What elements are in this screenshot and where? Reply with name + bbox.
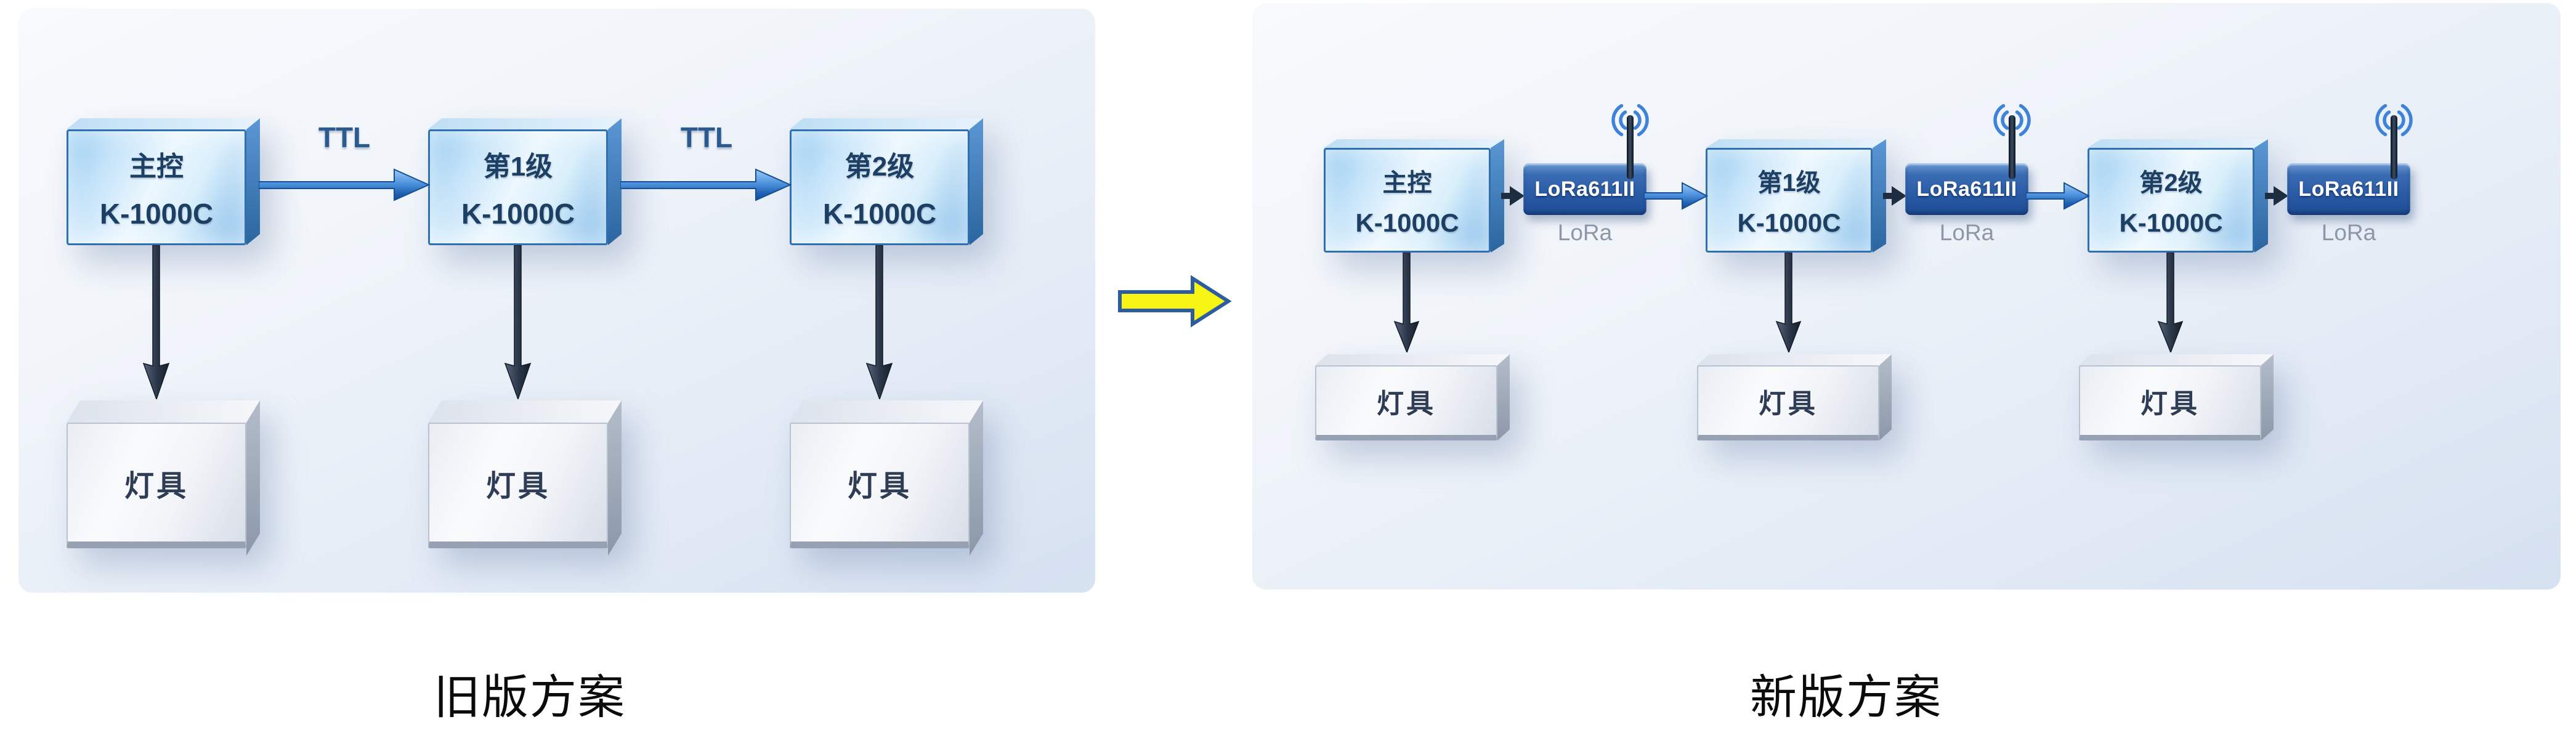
lora-protocol-label: LoRa [1939, 220, 1995, 245]
antenna-icon [1993, 103, 2031, 179]
controller-model-label: K-1000C [99, 198, 214, 230]
lamp-box: 灯具 [1315, 354, 1510, 440]
box-top-face [790, 118, 983, 129]
antenna-icon [2375, 103, 2413, 179]
controller-box-master: 主控 K-1000C [1324, 139, 1504, 253]
dark-right-arrow-icon [1883, 186, 1906, 206]
box-top-face [1315, 354, 1510, 365]
box-front-face: 第2级 K-1000C [790, 129, 970, 245]
lora-module-label: LoRa611II [1534, 177, 1635, 201]
box-front-face: 第1级 K-1000C [428, 129, 608, 245]
lamp-label: 灯具 [1377, 388, 1436, 419]
ttl-link-label: TTL [680, 121, 733, 153]
box-top-face [67, 118, 260, 129]
box-top-face [428, 118, 622, 129]
lamp-box: 灯具 [1697, 354, 1892, 440]
controller-model-label: K-1000C [461, 198, 575, 230]
controller-role-label: 主控 [129, 152, 184, 182]
controller-model-label: K-1000C [1355, 208, 1459, 237]
down-arrow-icon [1775, 253, 1802, 352]
blue-right-arrow-icon [2026, 182, 2091, 210]
box-top-face [1324, 139, 1504, 148]
box-front-face: 第1级 K-1000C [1706, 148, 1873, 253]
box-front-face: 灯具 [790, 423, 970, 548]
lamp-label: 灯具 [124, 469, 188, 503]
box-side-face [1879, 354, 1892, 440]
box-top-face [1697, 354, 1892, 365]
box-side-face [970, 118, 983, 245]
box-front-face: 灯具 [1697, 365, 1879, 440]
box-front-face: 主控 K-1000C [67, 129, 246, 245]
box-side-face [608, 118, 622, 245]
old-scheme-caption: 旧版方案 [434, 671, 626, 724]
blue-right-arrow-icon [259, 168, 431, 201]
lamp-label: 灯具 [1759, 388, 1818, 419]
controller-role-label: 第1级 [1757, 169, 1821, 197]
box-side-face [970, 400, 983, 556]
box-front-face: 第2级 K-1000C [2088, 148, 2254, 253]
controller-role-label: 第2级 [2139, 169, 2203, 197]
dark-right-arrow-icon [1501, 186, 1525, 206]
lamp-box: 灯具 [67, 400, 260, 556]
box-front-face: 灯具 [67, 423, 246, 548]
box-side-face [608, 400, 622, 556]
lamp-box: 灯具 [428, 400, 622, 556]
lora-protocol-label: LoRa [1557, 220, 1613, 245]
box-side-face [246, 400, 260, 556]
controller-role-label: 第1级 [483, 152, 553, 182]
box-front-face: 灯具 [428, 423, 608, 548]
lora-module: LoRa611II [2287, 163, 2410, 215]
new-scheme-caption: 新版方案 [1750, 671, 1942, 724]
lamp-label: 灯具 [485, 469, 550, 503]
box-top-face [2079, 354, 2274, 365]
box-side-face [1873, 139, 1886, 253]
box-top-face [790, 400, 983, 423]
controller-model-label: K-1000C [822, 198, 937, 230]
down-arrow-icon [865, 245, 893, 399]
lora-module-label: LoRa611II [1916, 177, 2017, 201]
controller-box-master: 主控 K-1000C [67, 118, 260, 245]
down-arrow-icon [1393, 253, 1420, 352]
box-front-face: 灯具 [2079, 365, 2261, 440]
ttl-link-label: TTL [318, 121, 371, 153]
down-arrow-icon [2157, 253, 2184, 352]
controller-box-stage2: 第2级 K-1000C [790, 118, 983, 245]
box-side-face [246, 118, 260, 245]
blue-right-arrow-icon [620, 168, 792, 201]
down-arrow-icon [142, 245, 170, 399]
controller-model-label: K-1000C [2119, 208, 2223, 237]
lora-module: LoRa611II [1905, 163, 2028, 215]
lamp-box: 灯具 [790, 400, 983, 556]
lamp-label: 灯具 [847, 469, 912, 503]
old-scheme-panel: 主控 K-1000C 第1级 K-1000C 第2级 K-1000C TTL T… [18, 9, 1095, 593]
antenna-icon [1611, 103, 1649, 179]
box-top-face [67, 400, 260, 423]
controller-box-stage2: 第2级 K-1000C [2088, 139, 2268, 253]
box-side-face [1491, 139, 1504, 253]
lamp-label: 灯具 [2141, 388, 2200, 419]
box-top-face [428, 400, 622, 423]
box-top-face [2088, 139, 2268, 148]
lora-module-label: LoRa611II [2298, 177, 2399, 201]
box-front-face: 主控 K-1000C [1324, 148, 1491, 253]
controller-model-label: K-1000C [1737, 208, 1841, 237]
box-side-face [2261, 354, 2274, 440]
new-scheme-panel: 主控 K-1000C 第1级 K-1000C 第2级 K-1000C [1252, 3, 2561, 590]
box-top-face [1706, 139, 1886, 148]
box-side-face [2254, 139, 2268, 253]
box-side-face [1497, 354, 1510, 440]
lora-module: LoRa611II [1523, 163, 1646, 215]
blue-right-arrow-icon [1644, 182, 1709, 210]
lora-protocol-label: LoRa [2321, 220, 2376, 245]
lamp-box: 灯具 [2079, 354, 2274, 440]
controller-box-stage1: 第1级 K-1000C [1706, 139, 1886, 253]
controller-role-label: 第2级 [844, 152, 915, 182]
controller-box-stage1: 第1级 K-1000C [428, 118, 622, 245]
dark-right-arrow-icon [2265, 186, 2288, 206]
transition-arrow-icon [1118, 275, 1232, 328]
down-arrow-icon [504, 245, 532, 399]
controller-role-label: 主控 [1382, 169, 1432, 197]
box-front-face: 灯具 [1315, 365, 1497, 440]
